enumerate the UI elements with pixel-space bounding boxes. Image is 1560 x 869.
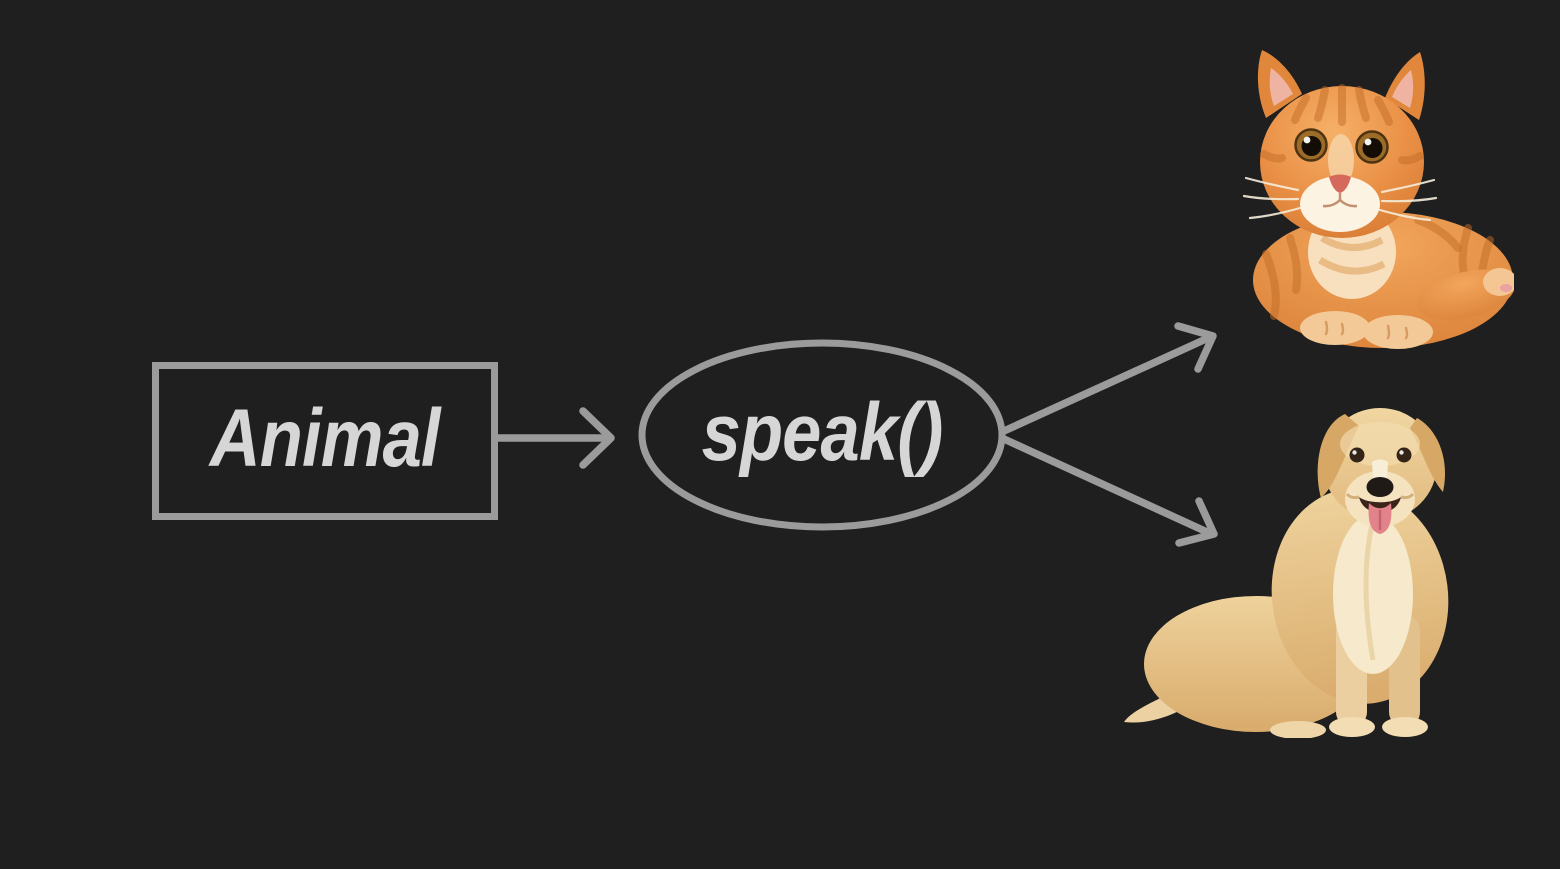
cat-head — [1257, 50, 1425, 238]
speak-method-ellipse — [638, 339, 1006, 531]
cat-image — [1242, 50, 1514, 349]
dog-image — [1124, 408, 1449, 738]
dog-body — [1124, 488, 1449, 738]
arrow-speak-to-cat — [1000, 322, 1217, 435]
animal-class-box — [152, 362, 498, 520]
arrow-speak-to-dog — [1000, 435, 1218, 547]
cat-body — [1253, 205, 1514, 349]
dog-face — [1345, 447, 1415, 534]
arrow-animal-to-speak — [494, 407, 615, 469]
cat-face — [1242, 128, 1438, 222]
cat-whiskers — [1242, 176, 1438, 222]
